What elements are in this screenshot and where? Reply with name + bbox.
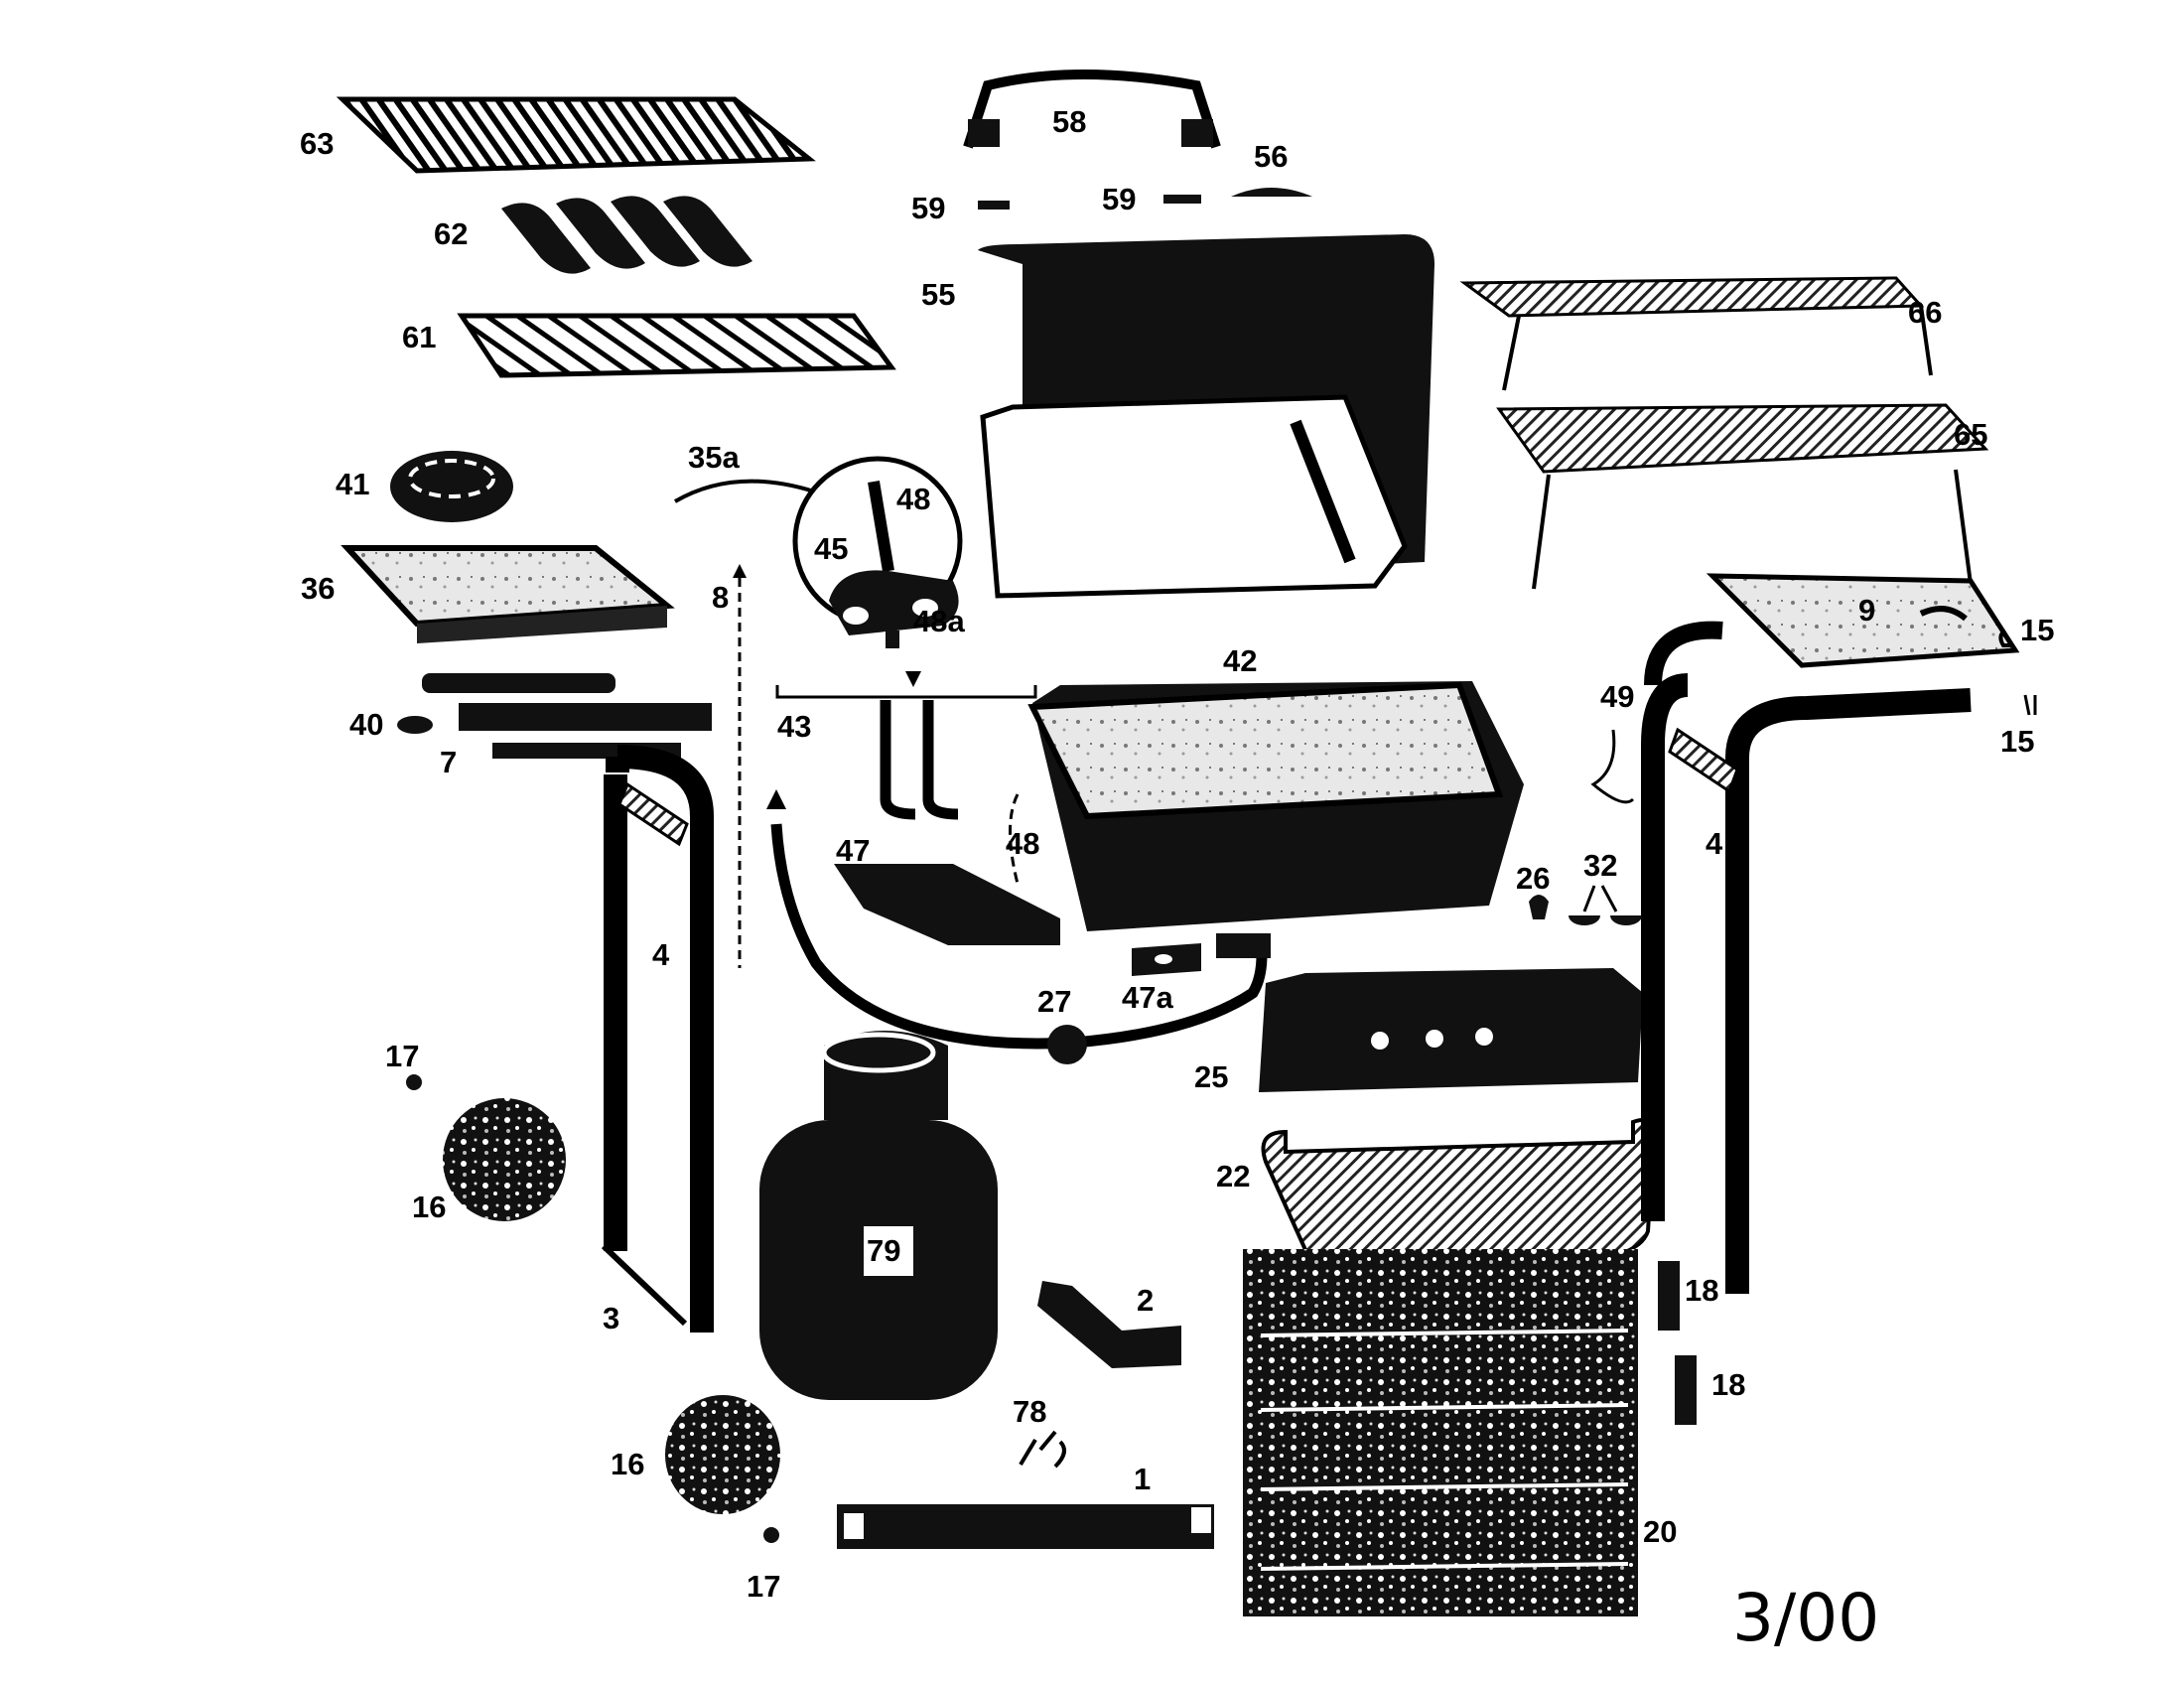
- spacer-59-b: [1163, 195, 1201, 204]
- heat-shield-47: [834, 864, 1060, 945]
- wheel-16-bottom: [665, 1395, 780, 1514]
- bracket-47a: [1132, 943, 1201, 976]
- label-4-right: 4: [1706, 826, 1723, 861]
- label-40: 40: [349, 707, 383, 742]
- label-4-left: 4: [652, 937, 670, 972]
- label-55: 55: [921, 277, 955, 312]
- knob-26: [1529, 895, 1549, 919]
- heat-indicator-56: [1231, 188, 1312, 197]
- label-18-a: 18: [1685, 1273, 1718, 1308]
- side-burner-41: [390, 451, 513, 522]
- label-2: 2: [1137, 1283, 1154, 1318]
- label-8: 8: [712, 580, 729, 615]
- igniter-electrode-48: [1009, 793, 1020, 885]
- label-17-bottom: 17: [747, 1569, 780, 1604]
- firebox-42: [1027, 681, 1524, 931]
- label-22: 22: [1216, 1159, 1250, 1193]
- label-47: 47: [836, 833, 870, 868]
- caster-18-a: [1658, 1261, 1680, 1331]
- label-48: 48: [1006, 826, 1039, 861]
- label-63: 63: [300, 126, 334, 161]
- propane-tank-79: [759, 1031, 998, 1400]
- spacer-59-a: [978, 201, 1010, 210]
- cooking-grid-63: [336, 96, 816, 174]
- cabinet-door-20: [1243, 1249, 1638, 1616]
- front-crossbar-1: [837, 1504, 1214, 1549]
- side-shelf-9: [1706, 573, 2020, 668]
- label-58: 58: [1052, 104, 1086, 139]
- label-56: 56: [1254, 139, 1288, 174]
- warming-rack-66: [1459, 276, 1933, 391]
- label-3: 3: [603, 1301, 619, 1335]
- label-16-top: 16: [412, 1190, 446, 1224]
- date-stamp: 3/00: [1732, 1580, 1879, 1656]
- label-1: 1: [1134, 1462, 1151, 1496]
- label-48a: 48a: [913, 604, 965, 638]
- label-35a: 35a: [688, 440, 740, 475]
- label-62: 62: [434, 216, 468, 251]
- hook-15-a: [1998, 629, 2011, 647]
- tank-bracket-2: [1037, 1281, 1181, 1368]
- label-61: 61: [402, 320, 436, 354]
- label-18-b: 18: [1711, 1367, 1745, 1402]
- caster-18-b: [1675, 1355, 1697, 1425]
- label-65: 65: [1954, 417, 1987, 452]
- label-20: 20: [1643, 1514, 1677, 1549]
- igniter-wire-8: [733, 564, 747, 968]
- label-36: 36: [301, 571, 335, 606]
- axle-nut-17-bottom: [763, 1527, 779, 1543]
- hook-15-b: [2023, 694, 2037, 716]
- label-49: 49: [1600, 679, 1634, 714]
- label-45: 45: [814, 531, 848, 566]
- axle-nut-17-top: [406, 1074, 422, 1090]
- wheel-16-top: [443, 1098, 566, 1221]
- label-78: 78: [1013, 1394, 1046, 1429]
- label-25: 25: [1194, 1059, 1228, 1094]
- label-17-top: 17: [385, 1039, 419, 1073]
- label-79: 79: [867, 1233, 900, 1268]
- label-42: 42: [1223, 643, 1257, 678]
- warming-rack-61: [457, 313, 896, 378]
- shelf-support-7: [422, 673, 712, 759]
- label-59-b: 59: [1102, 182, 1136, 216]
- label-59-a: 59: [911, 191, 945, 225]
- side-shelf-36: [341, 545, 675, 643]
- label-66: 66: [1908, 295, 1942, 330]
- label-16-bottom: 16: [611, 1447, 644, 1481]
- igniter-detail-circle: [792, 456, 963, 687]
- label-43: 43: [777, 709, 811, 744]
- grill-lid-55: [978, 234, 1434, 599]
- label-15-b: 15: [2000, 724, 2034, 759]
- label-32: 32: [1583, 848, 1617, 883]
- heat-tents-62: [501, 196, 752, 274]
- label-9: 9: [1858, 593, 1875, 628]
- storage-basket-22: [1261, 1118, 1656, 1263]
- label-15-a: 15: [2020, 613, 2054, 647]
- label-26: 26: [1516, 861, 1550, 896]
- wire-49: [1590, 729, 1635, 804]
- knob-40: [397, 716, 433, 734]
- cooking-grid-65: [1496, 403, 1989, 590]
- label-48-detail: 48: [896, 482, 930, 516]
- lid-handle-58: [963, 70, 1221, 149]
- label-7: 7: [440, 745, 457, 779]
- crossover-tube-35a: [673, 479, 815, 503]
- control-panel-25: [1259, 968, 1643, 1092]
- label-27: 27: [1037, 984, 1071, 1019]
- hooks-32: [1569, 885, 1642, 925]
- label-41: 41: [336, 467, 369, 501]
- left-leg-frame-4: [604, 745, 714, 1333]
- hose-regulator-27: [766, 789, 1271, 1064]
- leg-brace-3: [601, 1243, 688, 1327]
- right-leg-frame-4: [1641, 621, 1972, 1294]
- burner-43: [775, 685, 1037, 820]
- tool-78: [1019, 1430, 1066, 1469]
- label-47a: 47a: [1122, 980, 1173, 1015]
